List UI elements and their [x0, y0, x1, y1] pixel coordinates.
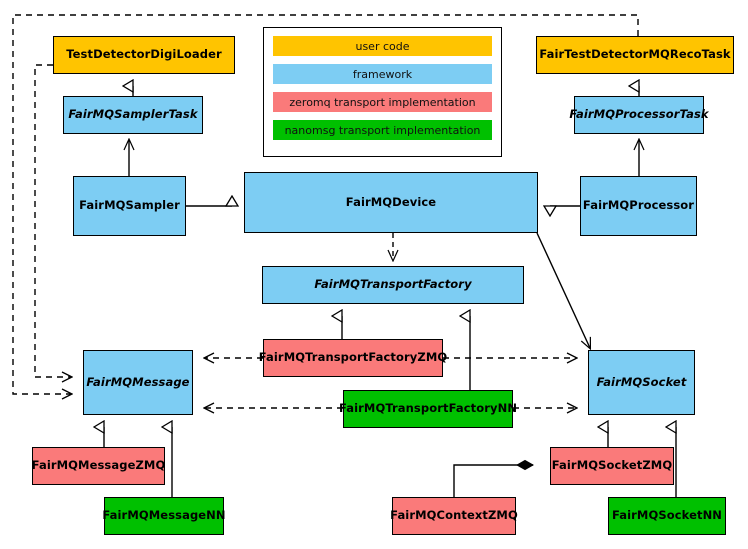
- legend-label-framework: framework: [352, 67, 413, 81]
- class-box-fairmqcontextzmq[interactable]: FairMQContextZMQ: [390, 497, 518, 535]
- class-box-label: FairMQMessageZMQ: [31, 458, 166, 473]
- class-box-fairmqmessage[interactable]: FairMQMessage: [83, 350, 193, 415]
- class-box-label: FairMQProcessor: [582, 198, 695, 213]
- legend-label-user: user code: [355, 39, 410, 53]
- class-box-fairmqprocessor[interactable]: FairMQProcessor: [580, 176, 697, 236]
- class-box-label: FairMQContextZMQ: [390, 508, 518, 523]
- class-box-label: FairMQMessage: [86, 374, 190, 389]
- edge-socketzmq-composes-contextzmq: [453, 465, 533, 497]
- class-box-label: FairMQSamplerTask: [68, 107, 198, 122]
- class-box-label: FairMQSampler: [79, 198, 180, 213]
- class-box-label: FairMQMessageNN: [102, 508, 226, 523]
- class-box-label: FairMQSocketZMQ: [551, 458, 673, 473]
- legend-item-framework: framework: [273, 64, 492, 84]
- class-box-fairmqmessagezmq[interactable]: FairMQMessageZMQ: [32, 447, 165, 485]
- class-box-label: FairMQSocket: [596, 374, 687, 389]
- class-box-fairmqsamplertask[interactable]: FairMQSamplerTask: [63, 96, 203, 134]
- class-box-fairmqprocessortask[interactable]: FairMQProcessorTask: [569, 96, 709, 134]
- class-box-fairmqsampler[interactable]: FairMQSampler: [73, 176, 186, 236]
- class-box-label: TestDetectorDigiLoader: [66, 47, 222, 62]
- legend-item-nanomsg: nanomsg transport implementation: [273, 120, 492, 140]
- class-box-fairmqtransportfactory[interactable]: FairMQTransportFactory: [262, 266, 524, 304]
- legend-label-zeromq: zeromq transport implementation: [289, 95, 476, 109]
- class-box-testdetectordigiloader[interactable]: TestDetectorDigiLoader: [53, 36, 235, 74]
- class-box-fairmqsocketnn[interactable]: FairMQSocketNN: [608, 497, 726, 535]
- class-box-label: FairMQDevice: [345, 194, 437, 209]
- legend-item-user: user code: [273, 36, 492, 56]
- class-box-fairmqsocketzmq[interactable]: FairMQSocketZMQ: [550, 447, 674, 485]
- class-box-label: FairMQSocketNN: [611, 508, 723, 523]
- class-box-label: FairTestDetectorMQRecoTask: [539, 47, 731, 62]
- class-box-fairmqmessagenn[interactable]: FairMQMessageNN: [102, 497, 226, 535]
- legend-label-nanomsg: nanomsg transport implementation: [284, 123, 481, 137]
- class-box-fairmqsocket[interactable]: FairMQSocket: [588, 350, 695, 415]
- class-box-label: FairMQTransportFactory: [314, 277, 472, 292]
- legend-item-zeromq: zeromq transport implementation: [273, 92, 492, 112]
- class-box-fairmqdevice[interactable]: FairMQDevice: [244, 172, 538, 233]
- class-box-fairmqtransportfactorynn[interactable]: FairMQTransportFactoryNN: [339, 390, 517, 428]
- class-box-label: FairMQProcessorTask: [569, 107, 709, 122]
- edge-device-to-socket: [536, 232, 590, 348]
- class-box-label: FairMQTransportFactoryZMQ: [258, 350, 448, 365]
- class-box-fairtestdetectormqrecotask[interactable]: FairTestDetectorMQRecoTask: [536, 36, 734, 74]
- class-box-label: FairMQTransportFactoryNN: [338, 401, 518, 416]
- class-box-fairmqtransportfactoryzmq[interactable]: FairMQTransportFactoryZMQ: [259, 339, 447, 377]
- legend-panel: user code framework zeromq transport imp…: [263, 27, 502, 157]
